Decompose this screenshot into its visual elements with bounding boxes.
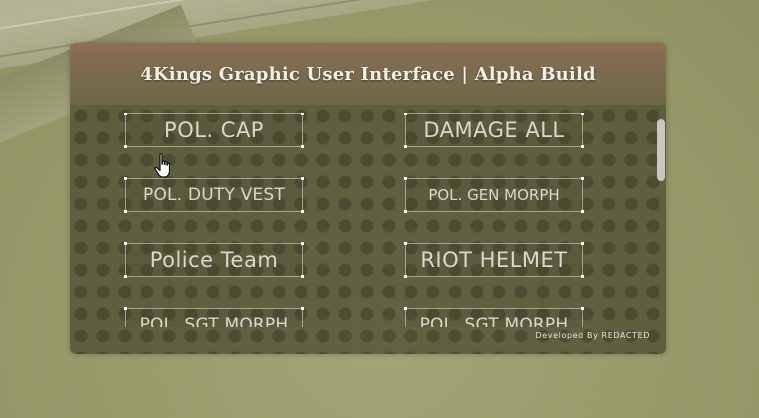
button-corner	[124, 210, 127, 213]
button-corner	[404, 145, 407, 148]
button-corner	[581, 275, 584, 278]
panel-body: POL. CAP DAMAGE ALL POL. DUTY VEST POL. …	[70, 105, 666, 354]
damage-all-button[interactable]: DAMAGE ALL	[404, 113, 584, 148]
developer-credit: Developed By REDACTED	[535, 331, 650, 340]
panel-title: 4Kings Graphic User Interface | Alpha Bu…	[140, 63, 596, 85]
button-grid: POL. CAP DAMAGE ALL POL. DUTY VEST POL. …	[70, 113, 666, 327]
button-corner	[581, 145, 584, 148]
pol-duty-vest-button[interactable]: POL. DUTY VEST	[124, 177, 304, 213]
button-corner	[301, 145, 304, 148]
scrollbar-thumb[interactable]	[657, 119, 665, 181]
pol-gen-morph-button[interactable]: POL. GEN MORPH	[404, 177, 584, 213]
pol-sgt-morph-button[interactable]: POL. SGT MORPH	[124, 307, 304, 327]
pol-sgt-morph-button-2[interactable]: POL. SGT MORPH	[404, 307, 584, 327]
button-corner	[404, 275, 407, 278]
hand-pointer-icon	[154, 153, 174, 179]
panel-header[interactable]: 4Kings Graphic User Interface | Alpha Bu…	[70, 43, 666, 105]
gui-panel: 4Kings Graphic User Interface | Alpha Bu…	[70, 43, 666, 354]
riot-helmet-button[interactable]: RIOT HELMET	[404, 242, 584, 278]
button-corner	[404, 210, 407, 213]
button-corner	[581, 210, 584, 213]
button-corner	[301, 275, 304, 278]
pol-cap-button[interactable]: POL. CAP	[124, 113, 304, 148]
button-corner	[124, 275, 127, 278]
button-corner	[124, 145, 127, 148]
police-team-button[interactable]: Police Team	[124, 242, 304, 278]
button-corner	[301, 210, 304, 213]
